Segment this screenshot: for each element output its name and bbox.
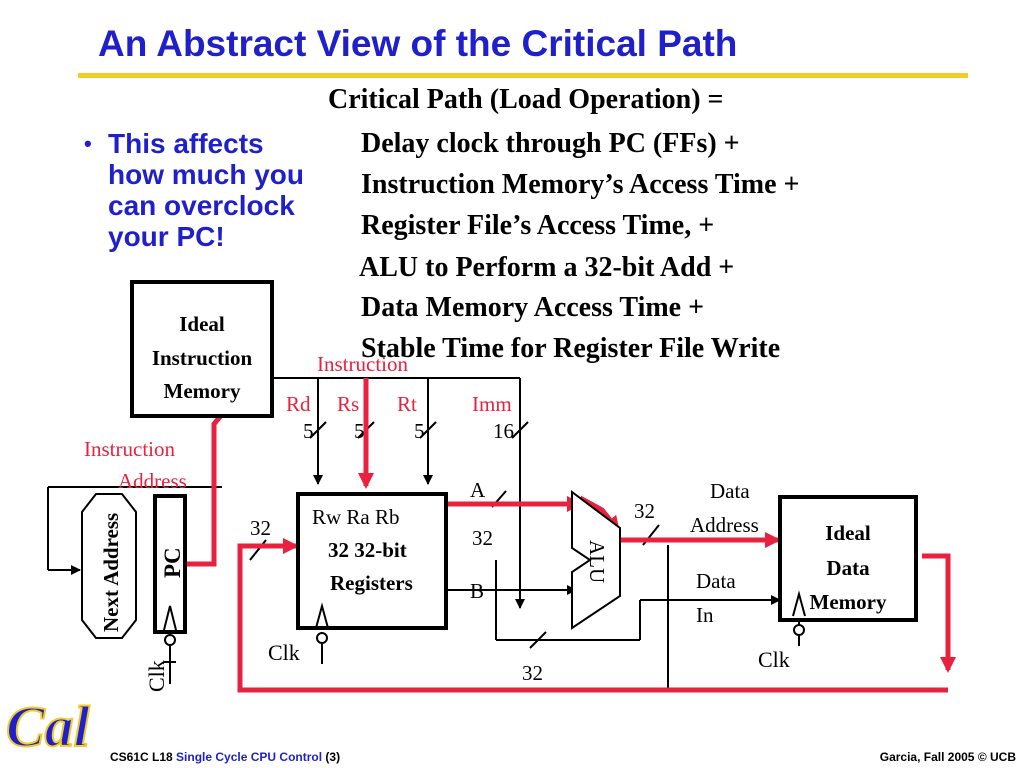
critical-path-term: Stable Time for Register File Write: [361, 333, 781, 364]
imm-field-label: Imm: [472, 392, 512, 416]
register-clock-bubble: [316, 632, 328, 644]
footer-credit: Garcia, Fall 2005 © UCB: [879, 750, 1016, 764]
bullet-point: • This affects how much you can overcloc…: [84, 128, 359, 252]
critical-path-term: Register File’s Access Time, +: [361, 210, 715, 241]
data-in-label: In: [696, 603, 714, 627]
next-address-label: Next Address: [99, 513, 123, 632]
alu-block: [571, 490, 621, 630]
data-memory-label: Memory: [810, 590, 887, 614]
bullet-line: how much you: [108, 159, 304, 190]
rs-field-label: Rs: [337, 392, 359, 416]
alu-output-width-label: 32: [634, 499, 655, 523]
register-clock-triangle: [315, 602, 329, 629]
instruction-label: Instruction: [317, 352, 408, 376]
data-address-label: Address: [690, 513, 759, 537]
data-memory-clock-triangle: [792, 590, 806, 617]
register-clock-label: Clk: [268, 640, 300, 665]
register-file-label: Registers: [330, 571, 413, 595]
critical-path-heading: Critical Path (Load Operation) =: [328, 84, 724, 115]
data-in-label: Data: [696, 569, 736, 593]
data-memory-block: [778, 495, 918, 622]
data-memory-clock-label: Clk: [758, 647, 790, 672]
rd-field-label: Rd: [286, 392, 311, 416]
register-input-width-label: 32: [250, 516, 271, 540]
footer-course-info: CS61C L18 Single Cycle CPU Control (3): [110, 750, 340, 764]
alu-b-label: B: [470, 579, 484, 603]
bullet-line: your PC!: [108, 221, 225, 252]
pc-clock-triangle: [163, 605, 177, 631]
footer-page: (3): [325, 750, 341, 764]
critical-path-term: Instruction Memory’s Access Time +: [361, 169, 800, 200]
alu-label: ALU: [585, 540, 609, 583]
writeback-width-label: 32: [522, 661, 543, 685]
rd-width-label: 5: [303, 419, 314, 443]
data-address-label: Data: [710, 479, 750, 503]
data-memory-clock-bubble: [793, 624, 805, 636]
rt-width-label: 5: [414, 419, 425, 443]
alu-a-label: A: [470, 478, 486, 502]
alu-a-width-label: 32: [472, 526, 493, 550]
data-memory-label: Ideal: [825, 521, 871, 545]
critical-path-term: ALU to Perform a 32-bit Add +: [359, 252, 735, 283]
critical-path-term: Data Memory Access Time +: [361, 292, 705, 323]
footer-course: CS61C L18: [110, 750, 173, 764]
rs-width-label: 5: [354, 419, 365, 443]
instruction-address-label: Instruction: [84, 437, 175, 461]
critical-path-term: Delay clock through PC (FFs) +: [361, 128, 740, 159]
pc-clock-bubble: [164, 634, 176, 646]
instruction-address-label: Address: [118, 469, 187, 493]
imm-width-label: 16: [493, 419, 514, 443]
pc-label: PC: [160, 547, 185, 578]
rt-field-label: Rt: [397, 392, 417, 416]
bullet-line: This affects: [108, 128, 264, 159]
page-title: An Abstract View of the Critical Path: [98, 23, 738, 64]
cal-logo: Cal: [5, 693, 92, 760]
cal-logo-text: Cal: [6, 694, 91, 759]
footer-topic: Single Cycle CPU Control: [176, 750, 323, 764]
pc-clock-label: Clk: [144, 660, 169, 692]
data-memory-label: Data: [826, 556, 870, 580]
instruction-memory-label: Ideal: [179, 312, 225, 336]
instruction-memory-label: Memory: [164, 379, 241, 403]
instruction-memory-block: [130, 280, 274, 418]
next-address-mux: [81, 493, 137, 639]
bullet-line: can overclock: [108, 190, 295, 221]
instruction-memory-label: Instruction: [152, 346, 253, 370]
register-file-label: 32 32-bit: [328, 538, 407, 562]
title-underline: [78, 73, 968, 78]
bullet-marker: •: [84, 131, 92, 156]
register-ports-label: Rw Ra Rb: [312, 505, 400, 529]
